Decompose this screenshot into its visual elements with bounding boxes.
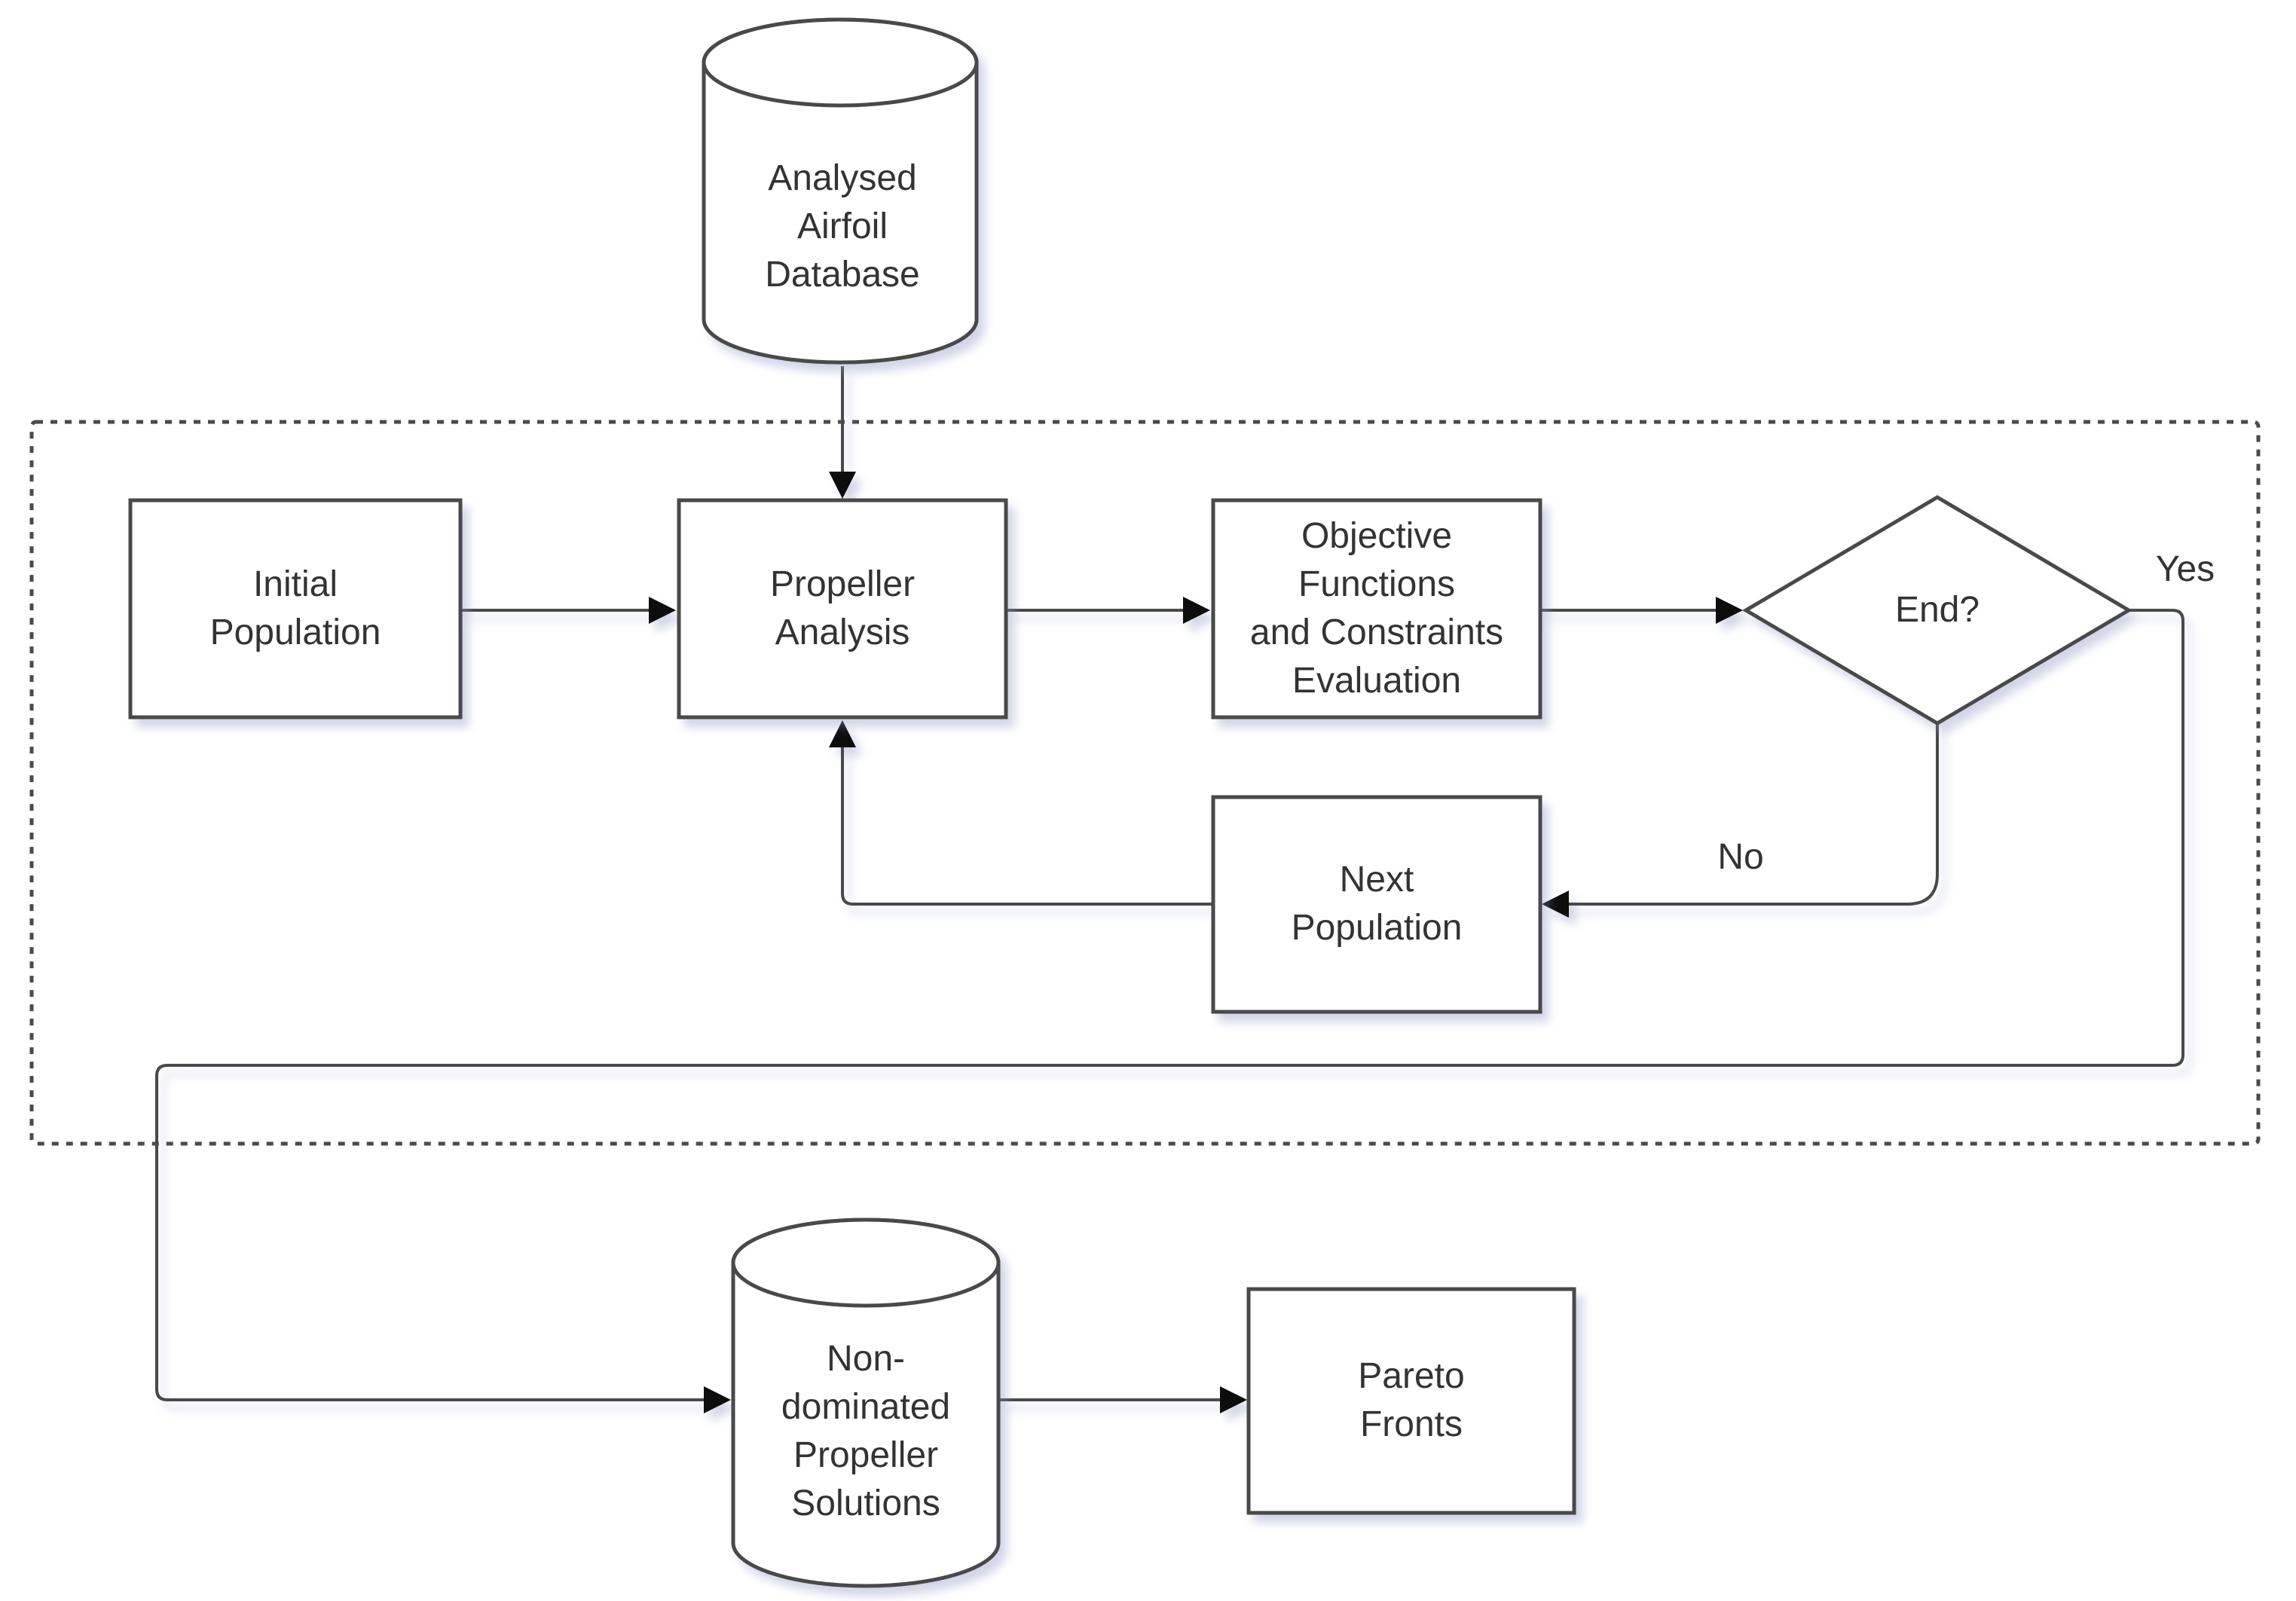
decision-diamond-end (1742, 495, 2132, 726)
process-box-initial-population (128, 498, 463, 720)
process-box-next-population (1211, 795, 1542, 1014)
process-box-objective-functions (1211, 498, 1542, 720)
node-label-end-decision: End? (1894, 590, 1980, 631)
dashed-loop-boundary (29, 420, 2261, 1146)
node-label-initial-population: Initial Population (209, 564, 381, 652)
nodes-group (128, 17, 2132, 1588)
node-label-pareto-fronts: Pareto Fronts (1358, 1356, 1465, 1444)
edge-label-no: No (1717, 837, 1764, 878)
process-box-propeller-analysis (677, 498, 1008, 720)
edge-no-to-next-population (1542, 723, 1939, 918)
edge-next-population-to-propeller-analysis (829, 720, 1213, 906)
node-label-analysed-airfoil-database: Analysed Airfoil Database (765, 158, 920, 295)
node-label-propeller-analysis: Propeller Analysis (769, 564, 916, 652)
edge-yes-to-non-dominated-solutions (155, 609, 2184, 1413)
node-label-non-dominated-propeller-solutions: Non- dominated Propeller Solutions (781, 1339, 951, 1523)
database-shape-non-dominated-solutions (731, 1218, 1001, 1588)
edge-label-yes: Yes (2155, 549, 2215, 590)
database-shape-analysed-airfoil (702, 17, 979, 365)
process-box-pareto-fronts (1246, 1287, 1576, 1515)
edges-group (155, 366, 2184, 1413)
node-label-objective-functions: Objective Functions and Constraints Eval… (1249, 516, 1504, 701)
node-label-next-population: Next Population (1291, 860, 1463, 948)
